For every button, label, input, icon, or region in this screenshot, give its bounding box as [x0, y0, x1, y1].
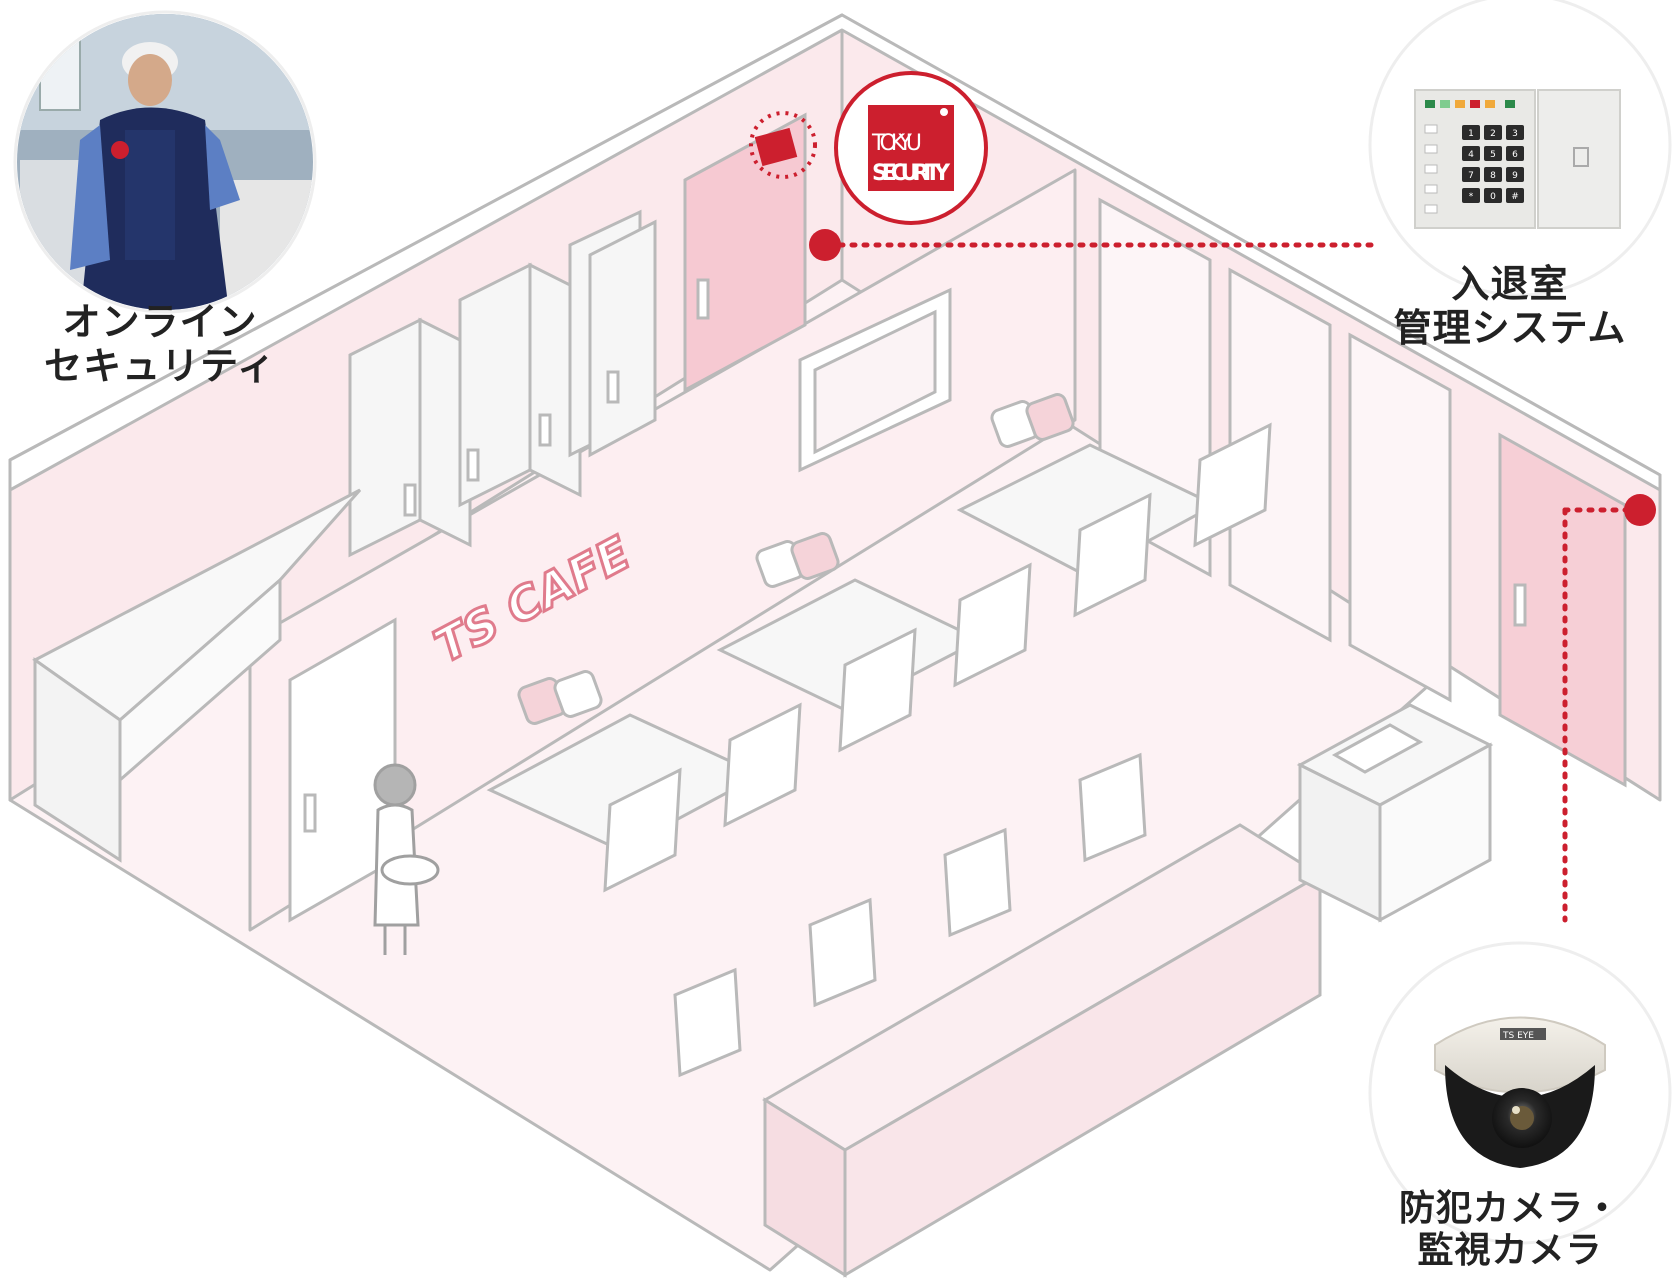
- keypad-key-label: 7: [1468, 171, 1474, 181]
- waitress-figure: [373, 763, 440, 955]
- keypad-keys: 1 2 3 4 5 6 7 8 9 * 0 #: [1462, 125, 1524, 203]
- side-door: [1498, 432, 1627, 788]
- keypad-key: [1506, 188, 1524, 203]
- keypad-key-label: #: [1511, 192, 1519, 202]
- register-cabinet: [1296, 703, 1494, 923]
- label-access-control-line2: 管理システム: [1393, 306, 1627, 350]
- label-access-control: 入退室 管理システム: [1360, 262, 1660, 350]
- keypad-key-label: 1: [1468, 129, 1474, 139]
- keypad-key-label: *: [1469, 192, 1474, 202]
- keypad-key: [1506, 146, 1524, 161]
- keypad-key-label: 6: [1512, 150, 1518, 160]
- label-camera-line2: 監視カメラ: [1417, 1230, 1603, 1271]
- camera-indicator-dot: [1624, 494, 1656, 526]
- label-camera: 防犯カメラ・ 監視カメラ: [1370, 1188, 1650, 1272]
- label-camera-line1: 防犯カメラ・: [1398, 1188, 1621, 1229]
- access-keypad-photo: 1 2 3 4 5 6 7 8 9 * 0 #: [1368, 0, 1672, 297]
- keypad-key: [1484, 188, 1502, 203]
- camera-brand: TS EYE: [1502, 1031, 1534, 1041]
- keypad-key-label: 0: [1490, 192, 1496, 202]
- label-online-security-line2: セキュリティ: [44, 344, 276, 388]
- keypad-key-label: 5: [1490, 150, 1496, 160]
- tokyu-security-badge: TOKYU SECURITY: [834, 71, 988, 225]
- keypad-key-label: 9: [1512, 171, 1518, 181]
- badge-logo-icon: [940, 108, 948, 116]
- cushions: [517, 393, 1075, 725]
- wall-top-cap: [8, 13, 1662, 492]
- chairs: [603, 422, 1272, 1078]
- access-indicator-dot: [809, 229, 841, 261]
- keypad-key: [1484, 125, 1502, 140]
- cafe-tables: [486, 443, 1219, 852]
- keypad-key-label: 8: [1490, 171, 1496, 181]
- label-online-security-line1: オンライン: [62, 300, 258, 344]
- badge-line2: SECURITY: [872, 161, 951, 186]
- badge-line1: TOKYU: [871, 131, 922, 156]
- label-online-security: オンライン セキュリティ: [30, 300, 290, 388]
- keypad-key-label: 2: [1490, 129, 1496, 139]
- keypad-key: [1462, 125, 1480, 140]
- keypad-key: [1506, 167, 1524, 182]
- keypad-key: [1484, 146, 1502, 161]
- lockers: [348, 209, 657, 558]
- label-access-control-line1: 入退室: [1451, 262, 1569, 306]
- dome-camera-photo: TS EYE: [1368, 941, 1672, 1245]
- keypad-key-label: 4: [1468, 150, 1474, 160]
- kitchen-counter: [32, 488, 362, 863]
- guard-photo: [13, 10, 317, 314]
- keypad-key: [1484, 167, 1502, 182]
- keypad-key: [1462, 146, 1480, 161]
- keypad-key: [1462, 188, 1480, 203]
- door-sticker: [749, 111, 817, 179]
- wall-frame: [798, 287, 952, 473]
- keypad-key-label: 3: [1512, 129, 1518, 139]
- keypad-key: [1506, 125, 1524, 140]
- keypad-key: [1462, 167, 1480, 182]
